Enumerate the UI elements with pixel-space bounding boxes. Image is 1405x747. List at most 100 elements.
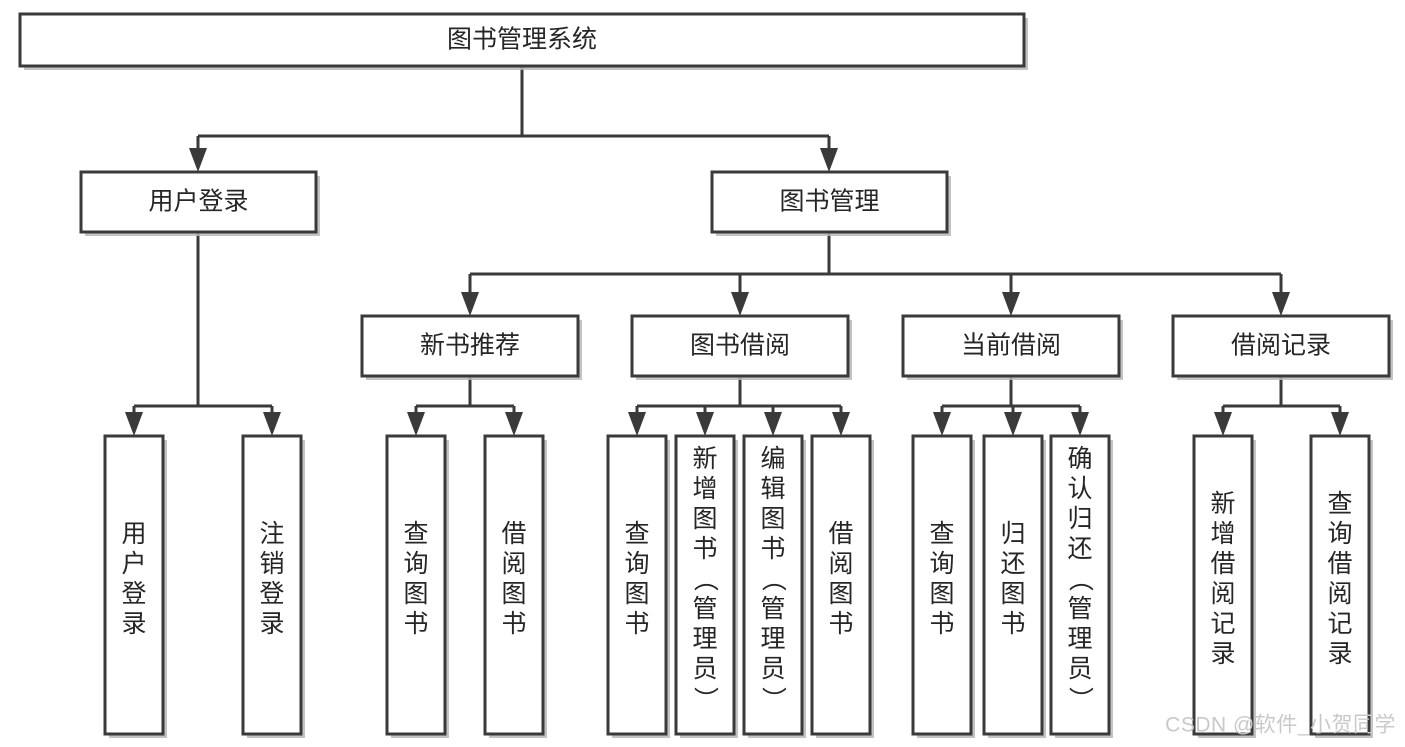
node-label-char: 图 xyxy=(760,505,785,533)
node-label-char: 新 xyxy=(692,445,717,473)
node-rect-level1[interactable] xyxy=(710,170,949,234)
node-label-char: 查 xyxy=(929,520,954,548)
node-label-char: 书 xyxy=(501,610,526,638)
node-rect-leaf[interactable] xyxy=(1192,434,1254,736)
node-rect-leaf[interactable] xyxy=(674,434,736,736)
node-label-char: 员 xyxy=(692,655,717,683)
node-rect-leaf[interactable] xyxy=(1309,434,1371,736)
node-rect-leaf[interactable] xyxy=(911,434,973,736)
node-rect-root[interactable] xyxy=(18,12,1026,68)
node-rect-leaf[interactable] xyxy=(385,434,447,736)
node-label-char: 理 xyxy=(760,625,785,653)
connectors-layer xyxy=(125,66,1349,436)
node-label-char: 记 xyxy=(1210,610,1235,638)
node-rect-level2[interactable] xyxy=(901,314,1121,378)
node-label-char: 理 xyxy=(1067,625,1092,653)
connector-root xyxy=(189,66,838,172)
node-label-char: 辑 xyxy=(760,475,785,503)
node-label-char: 还 xyxy=(1067,535,1092,563)
node-book-borrow[interactable]: 图书借阅 xyxy=(630,314,852,380)
node-rect-leaf[interactable] xyxy=(483,434,545,736)
node-rect-leaf[interactable] xyxy=(1049,434,1111,736)
connector-book-manage xyxy=(461,232,1290,316)
node-rect-leaf[interactable] xyxy=(606,434,668,736)
node-label-char: 认 xyxy=(1067,475,1092,503)
node-book-manage[interactable]: 图书管理 xyxy=(710,170,951,236)
node-label: 借阅记录 xyxy=(1231,332,1331,360)
node-label-char: 书 xyxy=(692,535,717,563)
connector-new-book-recommend xyxy=(407,376,523,436)
node-root[interactable]: 图书管理系统 xyxy=(18,12,1028,70)
node-label: 当前借阅 xyxy=(961,332,1061,360)
node-label-char: 图 xyxy=(501,580,526,608)
node-label: 新书推荐 xyxy=(420,332,520,360)
node-label-char: 查 xyxy=(1327,490,1352,518)
node-user-login[interactable]: 用户登录 xyxy=(79,170,320,236)
node-label-char: ） xyxy=(1066,686,1094,711)
node-label-char: 增 xyxy=(1210,520,1235,548)
node-label: 图书管理 xyxy=(779,188,879,216)
node-label-char: 图 xyxy=(828,580,853,608)
node-label-char: 理 xyxy=(692,625,717,653)
node-label-char: 询 xyxy=(624,550,649,578)
node-label-char: 阅 xyxy=(828,550,853,578)
node-label-char: 登 xyxy=(121,580,146,608)
node-label-char: 阅 xyxy=(1327,580,1352,608)
node-leaf-user-login[interactable]: 用户登录 xyxy=(103,434,167,738)
node-new-book-recommend[interactable]: 新书推荐 xyxy=(360,314,582,380)
node-borrow-record[interactable]: 借阅记录 xyxy=(1171,314,1393,380)
node-label-char: 管 xyxy=(692,595,717,623)
node-rect-level2[interactable] xyxy=(1171,314,1391,378)
node-label-char: 书 xyxy=(1000,610,1025,638)
node-label-char: 销 xyxy=(259,550,284,578)
node-label-char: 图 xyxy=(624,580,649,608)
node-label-char: 图 xyxy=(692,505,717,533)
node-label-char: （ xyxy=(691,566,719,591)
node-label-char: 归 xyxy=(1000,520,1025,548)
node-label-char: 员 xyxy=(760,655,785,683)
connector-borrow-record xyxy=(1214,376,1349,436)
node-label-char: 书 xyxy=(828,610,853,638)
node-label-char: 确 xyxy=(1067,445,1092,473)
node-label-char: 书 xyxy=(403,610,428,638)
node-label-char: 阅 xyxy=(501,550,526,578)
node-rect-level2[interactable] xyxy=(630,314,850,378)
node-label-char: 借 xyxy=(828,520,853,548)
node-rect-level1[interactable] xyxy=(79,170,318,234)
node-rect-leaf[interactable] xyxy=(810,434,872,736)
node-label-char: 借 xyxy=(1327,550,1352,578)
node-rect-level2[interactable] xyxy=(360,314,580,378)
node-rect-leaf[interactable] xyxy=(982,434,1044,736)
nodes-layer: 图书管理系统用户登录图书管理新书推荐图书借阅当前借阅借阅记录用户登录注销登录查询… xyxy=(18,12,1393,738)
csdn-watermark: CSDN @软件_小贺同学 xyxy=(1165,714,1396,737)
node-label-char: 登 xyxy=(259,580,284,608)
node-rect-leaf[interactable] xyxy=(742,434,804,736)
node-label-char: 归 xyxy=(1067,505,1092,533)
node-current-borrow[interactable]: 当前借阅 xyxy=(901,314,1123,380)
node-label-char: 录 xyxy=(121,610,146,638)
node-label-char: 借 xyxy=(1210,550,1235,578)
node-label-char: 书 xyxy=(760,535,785,563)
node-label-char: 编 xyxy=(760,445,785,473)
node-label-char: 新 xyxy=(1210,490,1235,518)
node-rect-leaf[interactable] xyxy=(241,434,303,736)
node-rect-leaf[interactable] xyxy=(103,434,165,736)
node-label-char: 户 xyxy=(121,550,146,578)
connector-user-login xyxy=(125,232,281,436)
node-label-char: 查 xyxy=(624,520,649,548)
node-label-char: 录 xyxy=(1327,640,1352,668)
